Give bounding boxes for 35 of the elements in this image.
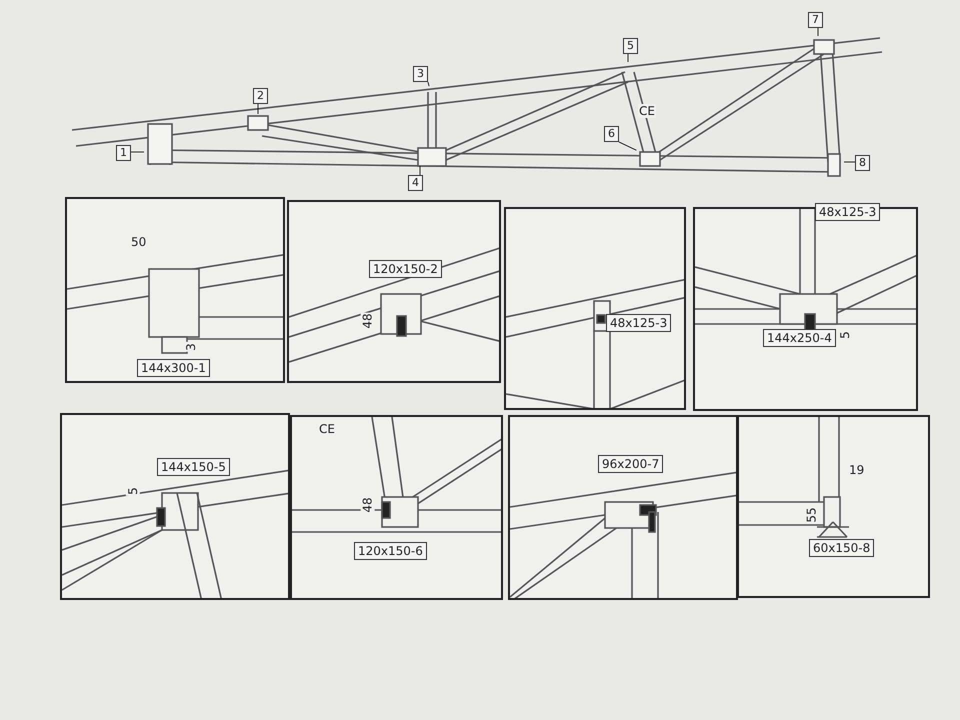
ce-mark: CE	[318, 422, 336, 436]
callout-number: 8	[855, 155, 870, 171]
dimension-label: 48	[360, 312, 375, 330]
dimension-label: 48	[360, 496, 375, 514]
dimension-label: 19	[848, 463, 866, 477]
part-label: 144x150-5	[157, 458, 230, 476]
dimension-label: 55	[804, 506, 819, 524]
part-label: 48x125-3	[606, 314, 672, 332]
ce-mark: CE	[638, 104, 656, 118]
callout-number: 1	[116, 145, 131, 161]
callout-number: 3	[413, 66, 428, 82]
detail-panel	[508, 415, 738, 600]
part-label: 144x300-1	[137, 359, 210, 377]
part-label: 120x150-2	[369, 260, 442, 278]
callout-number: 7	[808, 12, 823, 28]
part-label: 120x150-6	[354, 542, 427, 560]
part-label: 48x125-3	[815, 203, 880, 221]
detail-panel	[287, 200, 501, 383]
part-label: 144x250-4	[763, 329, 836, 347]
callout-number: 5	[623, 38, 638, 54]
dimension-label: 5	[126, 486, 140, 496]
detail-panel	[504, 207, 686, 410]
dimension-label: 50	[130, 235, 148, 249]
dimension-label: 3	[184, 342, 198, 352]
detail-panel	[737, 415, 930, 598]
callout-number: 4	[408, 175, 423, 191]
dimension-label: 5	[838, 330, 852, 340]
part-label: 60x150-8	[809, 539, 874, 557]
detail-panel	[65, 197, 285, 383]
part-label: 96x200-7	[598, 455, 664, 473]
callout-number: 2	[253, 88, 268, 104]
callout-number: 6	[604, 126, 619, 142]
detail-panel	[290, 415, 503, 600]
detail-panel	[60, 413, 290, 600]
leader-line	[618, 142, 637, 151]
